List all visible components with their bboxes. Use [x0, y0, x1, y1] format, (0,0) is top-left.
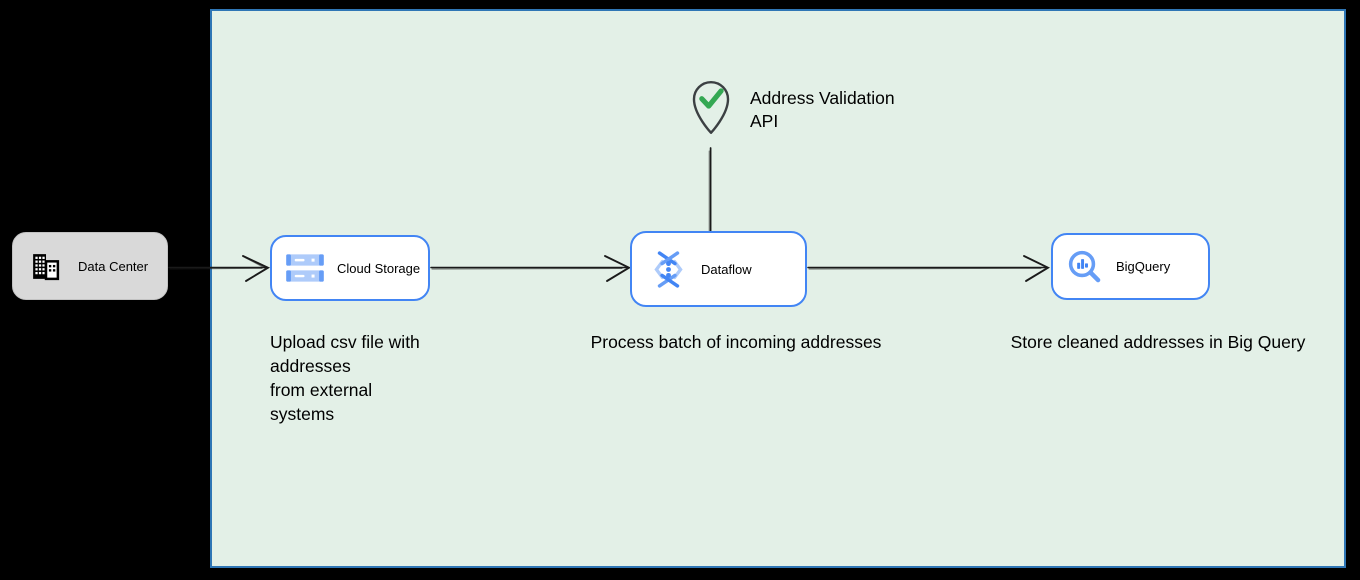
caption-process-batch: Process batch of incoming addresses [590, 332, 882, 352]
node-label-data-center: Data Center [78, 258, 149, 274]
bigquery-icon [1068, 250, 1101, 282]
building-icon [33, 253, 60, 280]
caption-upload-csv: Upload csv file with addresses from exte… [270, 332, 420, 424]
node-label-dataflow: Dataflow [701, 261, 752, 277]
node-bigquery[interactable]: BigQuery [1051, 233, 1210, 300]
node-data-center[interactable]: Data Center [12, 232, 168, 300]
api-marker-label: Address Validation API [750, 88, 895, 131]
caption-store-cleaned: Store cleaned addresses in Big Query [1010, 332, 1306, 352]
node-label-bigquery: BigQuery [1116, 259, 1171, 274]
cloud-storage-icon [286, 254, 324, 282]
node-dataflow[interactable]: Dataflow [630, 231, 807, 307]
dataflow-icon [654, 250, 683, 288]
node-cloud-storage[interactable]: Cloud Storage [270, 235, 430, 301]
location-pin-check-icon[interactable] [688, 76, 734, 138]
node-label-cloud-storage: Cloud Storage [337, 260, 421, 276]
